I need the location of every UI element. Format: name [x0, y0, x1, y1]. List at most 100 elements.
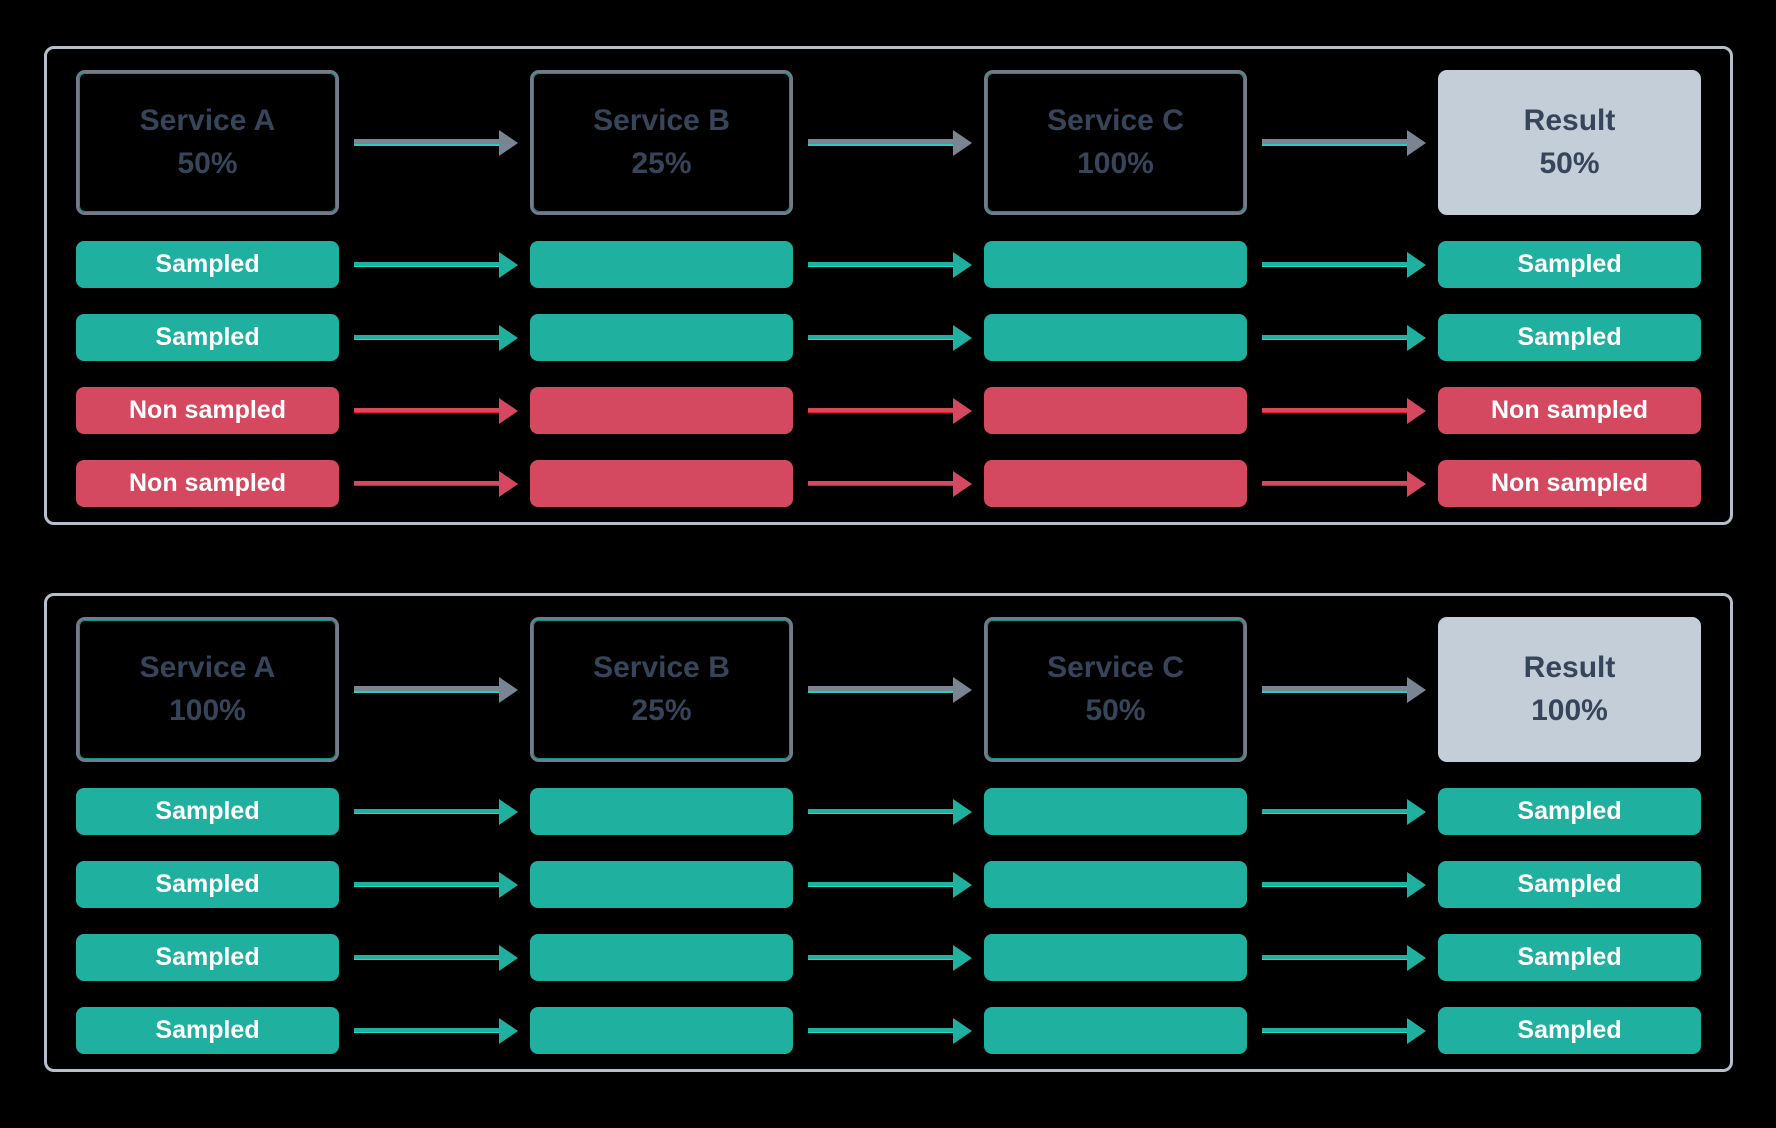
- trace-label: Non sampled: [76, 460, 339, 507]
- trace-bar: [530, 934, 793, 981]
- gray-arrow-icon: [1247, 617, 1438, 762]
- arrow-head: [1407, 798, 1426, 825]
- arrow-shaft: [354, 335, 499, 340]
- teal-arrow-icon: [1247, 861, 1438, 908]
- trace-bar: [530, 460, 793, 507]
- arrow-shaft: [354, 408, 499, 413]
- trace-bar: [984, 861, 1247, 908]
- arrow-shaft: [1262, 481, 1407, 486]
- trace-row-sampled: Sampled Sampled: [76, 1007, 1701, 1054]
- red-arrow-icon: [793, 460, 984, 507]
- trace-label: Sampled: [1438, 788, 1701, 835]
- trace-label: Sampled: [1438, 934, 1701, 981]
- teal-arrow-icon: [339, 241, 530, 288]
- arrow-head: [953, 129, 972, 156]
- arrow-head: [953, 397, 972, 424]
- arrow-head: [953, 251, 972, 278]
- trace-label: Sampled: [76, 788, 339, 835]
- arrow-shaft: [1262, 955, 1407, 960]
- service-name: Service A: [139, 651, 276, 684]
- services-row: Service A 100% Service B 25% Service C 5…: [76, 617, 1701, 762]
- arrow-shaft: [1262, 262, 1407, 267]
- arrow-shaft: [1262, 335, 1407, 340]
- arrow-shaft: [808, 955, 953, 960]
- gray-arrow-icon: [339, 617, 530, 762]
- trace-bar: [984, 241, 1247, 288]
- service-name: Service B: [593, 651, 730, 684]
- teal-arrow-icon: [339, 1007, 530, 1054]
- trace-bar: [530, 241, 793, 288]
- result-label: Result: [1523, 651, 1616, 684]
- arrow-shaft: [1262, 882, 1407, 887]
- arrow-shaft: [354, 809, 499, 814]
- arrow-head: [1407, 251, 1426, 278]
- teal-arrow-icon: [339, 934, 530, 981]
- arrow-head: [953, 798, 972, 825]
- trace-row-sampled: Sampled Sampled: [76, 314, 1701, 361]
- arrow-head: [499, 324, 518, 351]
- service-b-box: Service B 25%: [530, 617, 793, 762]
- arrow-shaft: [808, 882, 953, 887]
- service-rate: 50%: [1085, 694, 1146, 727]
- service-b-box: Service B 25%: [530, 70, 793, 215]
- arrow-head: [499, 798, 518, 825]
- arrow-shaft: [808, 335, 953, 340]
- trace-label: Sampled: [76, 1007, 339, 1054]
- teal-arrow-icon: [793, 934, 984, 981]
- trace-label: Non sampled: [76, 387, 339, 434]
- service-name: Service C: [1047, 104, 1184, 137]
- trace-bar: [530, 1007, 793, 1054]
- gray-arrow-icon: [1247, 70, 1438, 215]
- trace-bar: [984, 934, 1247, 981]
- teal-arrow-icon: [339, 314, 530, 361]
- trace-bar: [984, 314, 1247, 361]
- red-arrow-icon: [339, 387, 530, 434]
- teal-arrow-icon: [339, 788, 530, 835]
- trace-bar: [984, 387, 1247, 434]
- arrow-head: [953, 676, 972, 703]
- arrow-head: [1407, 324, 1426, 351]
- teal-arrow-icon: [793, 314, 984, 361]
- arrow-head: [953, 324, 972, 351]
- trace-label: Non sampled: [1438, 387, 1701, 434]
- service-rate: 25%: [631, 694, 692, 727]
- arrow-head: [499, 871, 518, 898]
- trace-bar: [530, 314, 793, 361]
- arrow-shaft: [354, 686, 499, 693]
- arrow-head: [1407, 470, 1426, 497]
- gray-arrow-icon: [339, 70, 530, 215]
- arrow-shaft: [808, 809, 953, 814]
- red-arrow-icon: [1247, 460, 1438, 507]
- service-rate: 100%: [169, 694, 246, 727]
- result-rate: 100%: [1531, 694, 1608, 727]
- arrow-head: [953, 871, 972, 898]
- service-a-box: Service A 100%: [76, 617, 339, 762]
- trace-bar: [530, 387, 793, 434]
- arrow-shaft: [1262, 408, 1407, 413]
- arrow-head: [499, 1017, 518, 1044]
- arrow-head: [499, 251, 518, 278]
- trace-row-sampled: Sampled Sampled: [76, 861, 1701, 908]
- trace-row-non-sampled: Non sampled Non sampled: [76, 387, 1701, 434]
- teal-arrow-icon: [339, 861, 530, 908]
- teal-arrow-icon: [1247, 241, 1438, 288]
- arrow-shaft: [808, 481, 953, 486]
- arrow-head: [953, 1017, 972, 1044]
- arrow-shaft: [1262, 1028, 1407, 1033]
- trace-bar: [984, 788, 1247, 835]
- result-box: Result 50%: [1438, 70, 1701, 215]
- red-arrow-icon: [1247, 387, 1438, 434]
- arrow-head: [499, 129, 518, 156]
- service-rate: 25%: [631, 147, 692, 180]
- arrow-shaft: [1262, 809, 1407, 814]
- services-row: Service A 50% Service B 25% Service C 10…: [76, 70, 1701, 215]
- arrow-head: [953, 470, 972, 497]
- service-c-box: Service C 100%: [984, 70, 1247, 215]
- trace-label: Sampled: [1438, 314, 1701, 361]
- arrow-shaft: [808, 686, 953, 693]
- trace-bar: [984, 460, 1247, 507]
- trace-label: Sampled: [1438, 861, 1701, 908]
- trace-label: Non sampled: [1438, 460, 1701, 507]
- service-name: Service A: [139, 104, 276, 137]
- teal-arrow-icon: [793, 241, 984, 288]
